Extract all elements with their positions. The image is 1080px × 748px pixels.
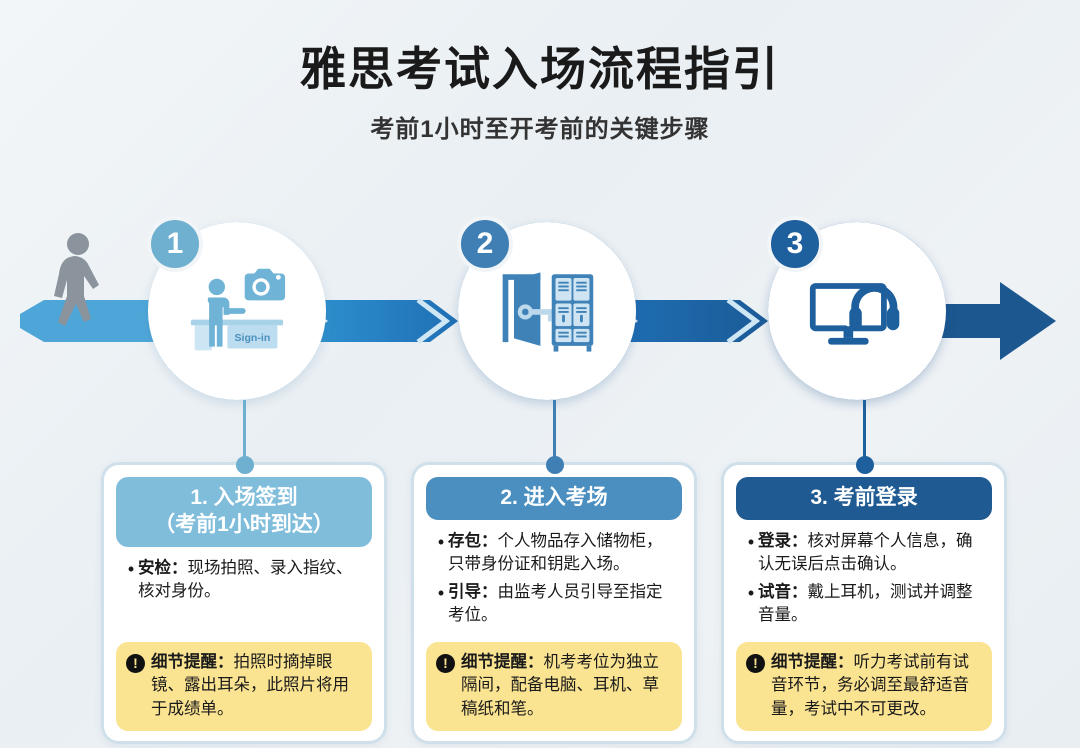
flow-segment-1-2 (300, 298, 458, 344)
list-item: • 登录：核对屏幕个人信息，确认无误后点击确认。 (744, 530, 988, 577)
process-flow-band (0, 196, 1080, 426)
list-item: • 试音：戴上耳机，测试并调整音量。 (744, 581, 988, 628)
svg-text:Sign-in: Sign-in (234, 332, 270, 344)
connector-stem-2 (553, 400, 556, 464)
step-card-1-subtitle: （考前1小时到达） (154, 512, 334, 536)
page-subtitle: 考前1小时至开考前的关键步骤 (370, 115, 710, 143)
list-item: • 引导：由监考人员引导至指定考位。 (434, 581, 678, 628)
step-card-2-title: 2. 进入考场 (500, 486, 608, 509)
bullet-dot-icon: • (747, 531, 755, 552)
step-2-badge: 2 (457, 216, 513, 272)
door-key-lockers-icon (497, 261, 597, 361)
bullet-dot-icon: • (437, 531, 445, 552)
step-card-1-header: 1. 入场签到 （考前1小时到达） (116, 477, 372, 547)
step-card-1[interactable]: 1. 入场签到 （考前1小时到达） • 安检：现场拍照、录入指纹、核对身份。 !… (101, 462, 387, 744)
bullet-dot-icon: • (437, 582, 445, 603)
exclamation-icon: ! (126, 653, 145, 673)
step-cards: 1. 入场签到 （考前1小时到达） • 安检：现场拍照、录入指纹、核对身份。 !… (0, 462, 1080, 748)
bullet-text: 戴上耳机，测试并调整音量。 (758, 582, 973, 625)
bullet-label: 引导： (448, 582, 498, 601)
flow-segment-2-3 (610, 298, 768, 344)
bullet-text: 由监考人员引导至指定考位。 (448, 582, 663, 625)
step-card-3-bullets: • 登录：核对屏幕个人信息，确认无误后点击确认。 • 试音：戴上耳机，测试并调整… (736, 520, 992, 642)
step-3-badge: 3 (767, 216, 823, 272)
bullet-text: 核对屏幕个人信息，确认无误后点击确认。 (758, 531, 973, 574)
warning-label: 细节提醒： (461, 652, 544, 671)
warning-label: 细节提醒： (771, 652, 854, 671)
warning-text: 拍照时摘掉眼镜、露出耳朵，此照片将用于成绩单。 (151, 652, 349, 718)
bullet-label: 试音： (758, 582, 808, 601)
bullet-dot-icon: • (127, 558, 135, 579)
list-item: • 存包：个人物品存入储物柜，只带身份证和钥匙入场。 (434, 530, 678, 577)
bullet-text: 个人物品存入储物柜，只带身份证和钥匙入场。 (448, 531, 663, 574)
bullet-label: 存包： (448, 531, 498, 550)
connector-stem-1 (243, 400, 246, 464)
step-card-2-bullets: • 存包：个人物品存入储物柜，只带身份证和钥匙入场。 • 引导：由监考人员引导至… (426, 520, 682, 642)
step-card-1-title: 1. 入场签到 (190, 486, 298, 509)
monitor-headphones-icon (807, 261, 907, 361)
exclamation-icon: ! (746, 653, 765, 673)
warning-label: 细节提醒： (151, 652, 234, 671)
step-card-3-warning: ! 细节提醒：听力考试前有试音环节，务必调至最舒适音量，考试中不可更改。 (736, 641, 992, 731)
page-header: 雅思考试入场流程指引 考前1小时至开考前的关键步骤 (0, 0, 1080, 144)
flow-segment-start (20, 300, 168, 342)
connector-dot-1 (236, 456, 254, 474)
step-card-3-title: 3. 考前登录 (810, 486, 918, 509)
connector-dot-2 (546, 456, 564, 474)
list-item: • 安检：现场拍照、录入指纹、核对身份。 (124, 557, 368, 604)
warning-text: 机考考位为独立隔间，配备电脑、耳机、草稿纸和笔。 (461, 652, 659, 718)
sign-in-desk-camera-icon: Sign-in (187, 261, 287, 361)
step-card-1-bullets: • 安检：现场拍照、录入指纹、核对身份。 (116, 547, 372, 642)
step-1-badge: 1 (147, 216, 203, 272)
step-card-2-warning: ! 细节提醒：机考考位为独立隔间，配备电脑、耳机、草稿纸和笔。 (426, 641, 682, 731)
bullet-dot-icon: • (747, 582, 755, 603)
bullet-text: 现场拍照、录入指纹、核对身份。 (138, 558, 353, 601)
bullet-label: 登录： (758, 531, 808, 550)
step-card-2-header: 2. 进入考场 (426, 477, 682, 520)
connector-dot-3 (856, 456, 874, 474)
walking-person-icon (54, 233, 99, 326)
step-card-2[interactable]: 2. 进入考场 • 存包：个人物品存入储物柜，只带身份证和钥匙入场。 • 引导：… (411, 462, 697, 744)
warning-text: 听力考试前有试音环节，务必调至最舒适音量，考试中不可更改。 (771, 652, 969, 718)
page-title: 雅思考试入场流程指引 (300, 43, 780, 95)
bullet-label: 安检： (138, 558, 188, 577)
exclamation-icon: ! (436, 653, 455, 673)
step-card-3[interactable]: 3. 考前登录 • 登录：核对屏幕个人信息，确认无误后点击确认。 • 试音：戴上… (721, 462, 1007, 744)
step-card-1-warning: ! 细节提醒：拍照时摘掉眼镜、露出耳朵，此照片将用于成绩单。 (116, 641, 372, 731)
connector-stem-3 (863, 400, 866, 464)
step-card-3-header: 3. 考前登录 (736, 477, 992, 520)
